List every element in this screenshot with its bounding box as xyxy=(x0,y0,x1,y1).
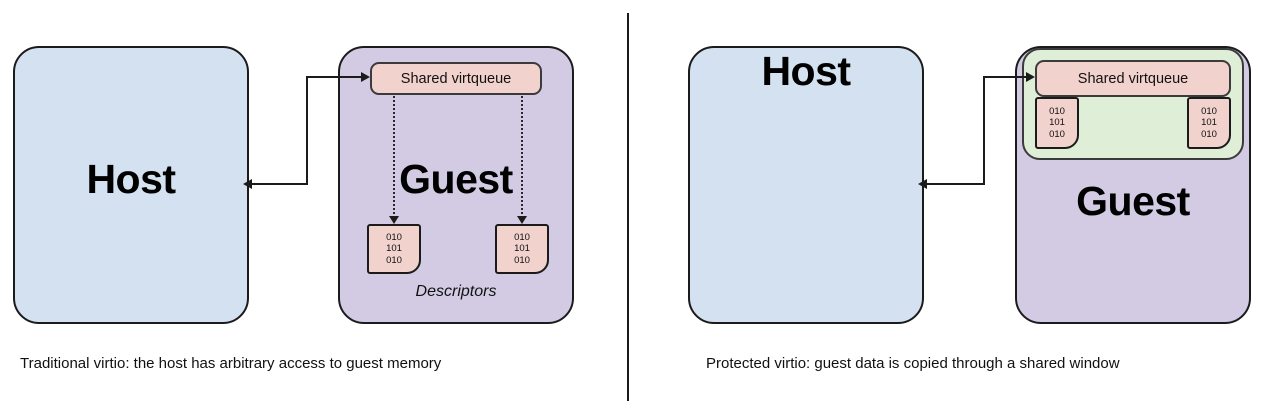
connector-arrowhead-to-host-icon-traditional xyxy=(243,179,252,189)
descriptor-bits-line: 010 xyxy=(1049,128,1065,140)
descriptor-box-1-traditional: 010 101 010 xyxy=(367,224,421,274)
host-label-traditional: Host xyxy=(86,156,176,202)
shared-virtqueue-protected: Shared virtqueue xyxy=(1035,60,1231,97)
descriptor-bits-line: 101 xyxy=(1049,117,1065,129)
shared-virtqueue-traditional: Shared virtqueue xyxy=(370,62,542,95)
descriptor-box-2-traditional: 010 101 010 xyxy=(495,224,549,274)
descriptor-bits-line: 010 xyxy=(514,231,530,243)
virtqueue-to-descriptor-dotted-line-2 xyxy=(521,96,523,218)
connector-vertical-protected xyxy=(983,76,985,185)
shared-virtqueue-label-protected: Shared virtqueue xyxy=(1077,70,1189,87)
connector-top-horizontal-traditional xyxy=(306,76,366,78)
panel-protected-virtio: Host Guest Shared virtqueue 010 101 010 … xyxy=(688,46,1251,372)
descriptor-bits-line: 101 xyxy=(514,243,530,255)
descriptor-bits-line: 101 xyxy=(1201,117,1217,129)
descriptor-bits-line: 010 xyxy=(1201,128,1217,140)
descriptor-arrowhead-icon-2 xyxy=(517,216,527,224)
connector-arrowhead-to-host-icon-protected xyxy=(918,179,927,189)
connector-bottom-horizontal-protected xyxy=(923,183,983,185)
descriptor-bits-line: 010 xyxy=(1049,105,1065,117)
descriptor-bits-line: 010 xyxy=(386,254,402,266)
descriptor-bits-line: 010 xyxy=(386,231,402,243)
panel-divider xyxy=(627,13,629,401)
connector-arrowhead-to-virtqueue-icon-protected xyxy=(1026,72,1035,82)
host-box-traditional: Host xyxy=(13,46,249,324)
connector-vertical-traditional xyxy=(306,76,308,185)
caption-protected: Protected virtio: guest data is copied t… xyxy=(706,355,1120,372)
descriptor-box-1-protected: 010 101 010 xyxy=(1035,97,1079,149)
host-label-protected: Host xyxy=(761,48,851,94)
descriptors-caption-traditional: Descriptors xyxy=(415,283,497,300)
descriptor-bits-line: 010 xyxy=(1201,105,1217,117)
connector-top-horizontal-protected xyxy=(983,76,1031,78)
descriptor-box-2-protected: 010 101 010 xyxy=(1187,97,1231,149)
panel-traditional-virtio: Host Guest Shared virtqueue 010 101 010 … xyxy=(13,46,574,372)
host-box-protected: Host xyxy=(688,46,924,324)
connector-bottom-horizontal-traditional xyxy=(248,183,308,185)
caption-traditional: Traditional virtio: the host has arbitra… xyxy=(20,355,442,372)
descriptor-bits-line: 101 xyxy=(386,243,402,255)
guest-label-protected: Guest xyxy=(1076,178,1190,224)
connector-arrowhead-to-virtqueue-icon-traditional xyxy=(361,72,370,82)
descriptor-bits-line: 010 xyxy=(514,254,530,266)
shared-virtqueue-label-traditional: Shared virtqueue xyxy=(400,70,512,87)
descriptor-arrowhead-icon-1 xyxy=(389,216,399,224)
guest-label-traditional: Guest xyxy=(399,156,513,202)
virtqueue-to-descriptor-dotted-line-1 xyxy=(393,96,395,218)
